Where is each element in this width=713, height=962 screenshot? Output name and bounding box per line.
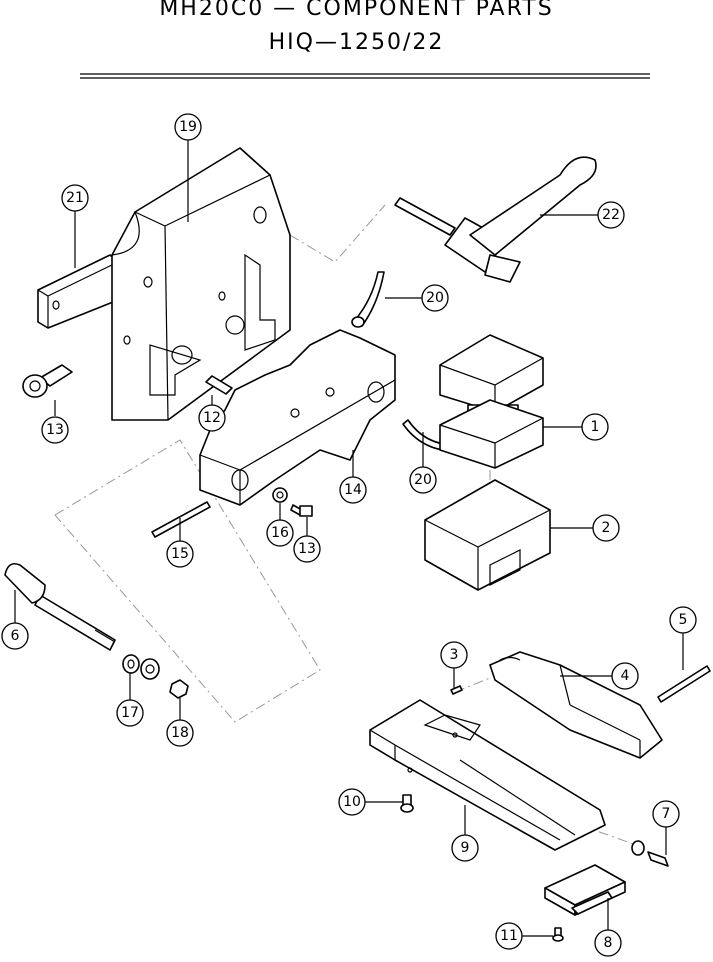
svg-text:10: 10 xyxy=(343,794,361,810)
assembly-line-bolt xyxy=(54,439,321,723)
callout-9: 9 xyxy=(451,834,479,862)
svg-text:7: 7 xyxy=(662,806,671,822)
svg-text:13: 13 xyxy=(46,422,64,438)
callout-14: 14 xyxy=(339,476,367,504)
callout-13-small: 13 xyxy=(293,535,321,563)
svg-text:6: 6 xyxy=(11,628,20,644)
callout-15: 15 xyxy=(166,540,194,568)
svg-text:12: 12 xyxy=(203,410,221,426)
part-1-block xyxy=(439,334,544,469)
callout-6: 6 xyxy=(1,622,29,650)
callout-2: 2 xyxy=(592,514,620,542)
page-title: MH20C0 — COMPONENT PARTS xyxy=(159,0,554,21)
part-10-screw xyxy=(400,794,414,813)
callout-11: 11 xyxy=(495,922,523,950)
svg-text:11: 11 xyxy=(500,928,518,944)
part-22-handle xyxy=(394,156,597,283)
callout-21: 21 xyxy=(61,184,89,212)
part-11-screw xyxy=(552,927,564,942)
svg-text:1: 1 xyxy=(591,419,600,435)
callout-16: 16 xyxy=(266,519,294,547)
part-2-channel-block xyxy=(424,479,551,591)
part-21-bar xyxy=(37,254,119,329)
callout-1: 1 xyxy=(581,413,609,441)
svg-text:14: 14 xyxy=(344,482,362,498)
callout-18: 18 xyxy=(166,719,194,747)
svg-text:4: 4 xyxy=(621,668,630,684)
callout-8: 8 xyxy=(594,929,622,957)
svg-text:8: 8 xyxy=(604,935,613,951)
callout-19: 19 xyxy=(174,113,202,141)
part-5-rod xyxy=(657,665,711,703)
callout-3: 3 xyxy=(440,641,468,669)
part-19-plate xyxy=(111,147,291,421)
part-7-screw xyxy=(631,840,669,867)
svg-text:5: 5 xyxy=(679,612,688,628)
callout-7: 7 xyxy=(652,800,680,828)
part-20-hose-upper xyxy=(351,271,385,328)
svg-text:18: 18 xyxy=(171,725,189,741)
part-3-pin xyxy=(450,685,463,695)
svg-text:2: 2 xyxy=(602,520,611,536)
part-8-plate xyxy=(544,864,626,916)
part-16-washer xyxy=(272,487,288,503)
callout-17: 17 xyxy=(116,699,144,727)
part-17-washers xyxy=(122,654,160,680)
part-12-set-screw xyxy=(205,375,233,395)
callout-20-lower: 20 xyxy=(409,466,437,494)
svg-text:15: 15 xyxy=(171,546,189,562)
part-18-nut xyxy=(169,679,189,699)
part-13-bolt-small xyxy=(290,504,313,517)
callout-10: 10 xyxy=(338,788,366,816)
svg-text:19: 19 xyxy=(179,119,197,135)
page-subtitle: HIQ—1250/22 xyxy=(268,30,445,55)
callout-22: 22 xyxy=(597,201,625,229)
svg-text:3: 3 xyxy=(450,647,459,663)
svg-text:20: 20 xyxy=(414,472,432,488)
svg-text:22: 22 xyxy=(602,207,620,223)
callout-5: 5 xyxy=(669,606,697,634)
svg-text:20: 20 xyxy=(426,290,444,306)
svg-text:16: 16 xyxy=(271,525,289,541)
part-6-long-bolt xyxy=(4,562,116,651)
part-13-bolt-left xyxy=(22,364,73,398)
svg-text:9: 9 xyxy=(461,840,470,856)
part-4-lever xyxy=(489,651,663,759)
part-15-pin xyxy=(151,501,211,538)
callout-12: 12 xyxy=(198,404,226,432)
svg-text:13: 13 xyxy=(298,541,316,557)
callout-4: 4 xyxy=(611,662,639,690)
part-14-clamp-jaw xyxy=(199,329,396,506)
callout-20-upper: 20 xyxy=(421,284,449,312)
callout-13-left: 13 xyxy=(41,416,69,444)
svg-text:21: 21 xyxy=(66,190,84,206)
svg-text:17: 17 xyxy=(121,705,139,721)
part-9-frame xyxy=(369,699,606,851)
assembly-line-handle xyxy=(289,204,386,263)
